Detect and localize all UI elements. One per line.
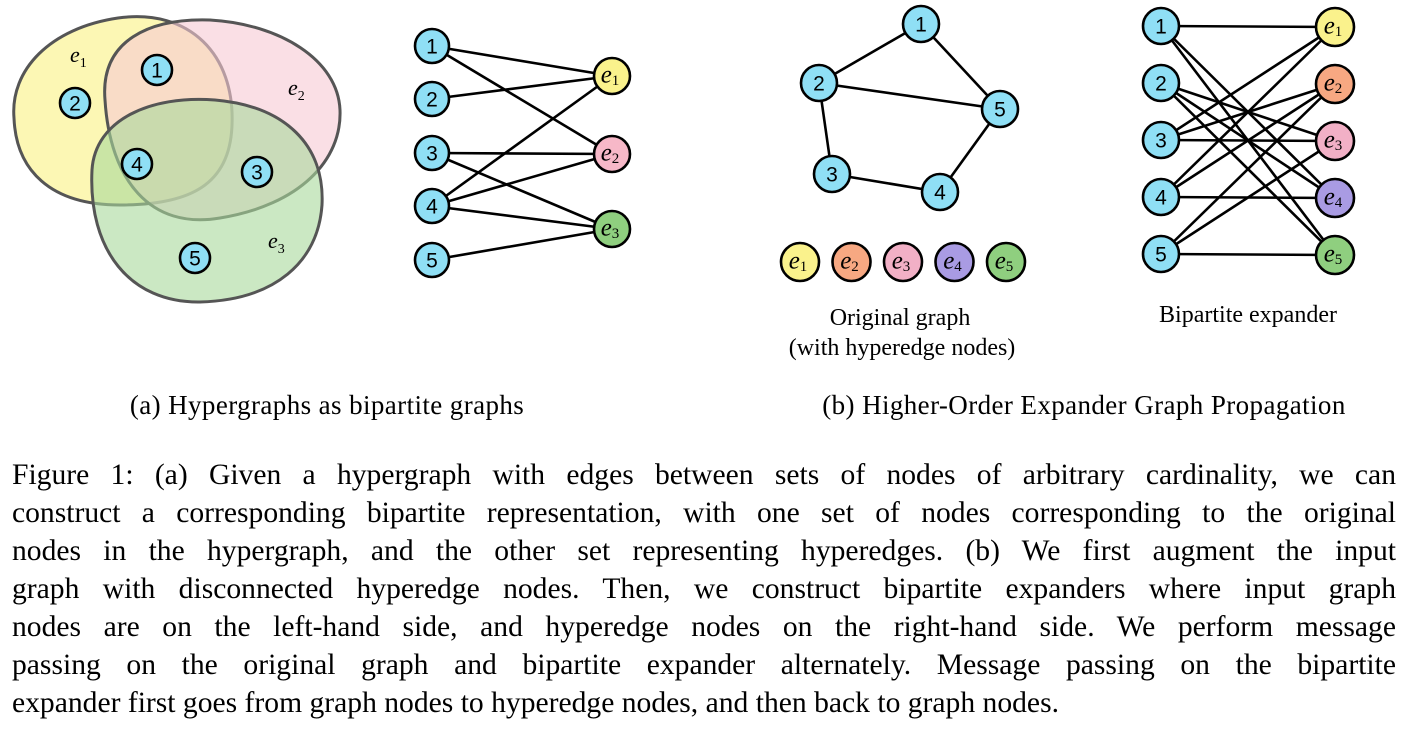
original-graph-label-2: (with hyperedge nodes) — [789, 335, 1016, 361]
bipartite-edge — [431, 204, 613, 231]
caption-line: passing on the original graph and bipart… — [12, 649, 1396, 681]
graph-node: 5 — [1141, 234, 1181, 274]
hyperedge-node: e1 — [592, 56, 632, 96]
node-label: 1 — [1155, 16, 1167, 39]
node-label: 1 — [151, 60, 163, 83]
graph-node: 3 — [240, 155, 274, 189]
hyperedge-node: e3 — [1314, 120, 1356, 162]
hyperedge-node: e3 — [882, 241, 924, 283]
bipartite-expander-label: Bipartite expander — [1159, 302, 1337, 328]
graph-node: 5 — [980, 89, 1020, 129]
hyperedge-node: e4 — [1314, 177, 1356, 219]
graph-node: 4 — [920, 172, 960, 212]
hyperedge-node: e2 — [831, 241, 872, 283]
node-label: 2 — [426, 89, 438, 112]
expander-edge — [1160, 139, 1336, 256]
bipartite-edge — [431, 151, 613, 231]
node-label: 2 — [813, 73, 825, 96]
node-label: 5 — [189, 248, 201, 271]
node-label: 4 — [1155, 187, 1167, 210]
expander-edge — [1160, 82, 1336, 199]
bipartite-edge — [431, 74, 613, 208]
node-label: 3 — [251, 162, 263, 185]
bipartite-expander: 1 2 3 4 5 e1 e2 e3 e4 e5 Bipartite expander — [1141, 6, 1356, 328]
hyperedge-node: e5 — [985, 241, 1027, 283]
node-label: 5 — [426, 250, 438, 273]
graph-node: 4 — [413, 187, 451, 225]
graph-node: 2 — [58, 86, 92, 120]
graph-edge — [920, 23, 1001, 110]
hyperedge-node: e2 — [1314, 63, 1356, 105]
caption-line: nodes in the hypergraph, and the other s… — [12, 535, 1396, 567]
caption-line: nodes are on the left-hand side, and hyp… — [12, 611, 1396, 643]
panel-b-caption: (b) Higher-Order Expander Graph Propagat… — [822, 390, 1346, 420]
hyperedge-set-e3 — [90, 97, 324, 304]
graph-node: 1 — [1141, 6, 1181, 46]
figure-caption: Figure 1: (a) Given a hypergraph with ed… — [12, 456, 1396, 722]
caption-line: construct a corresponding bipartite repr… — [12, 497, 1396, 529]
node-label: 1 — [915, 14, 927, 37]
bipartite-edge — [431, 152, 613, 208]
graph-node: 3 — [1141, 120, 1181, 160]
hyperedge-node: e1 — [1314, 6, 1356, 48]
hyperedge-node: e4 — [934, 241, 975, 283]
caption-line: expander first goes from graph nodes to … — [12, 687, 1059, 719]
original-graph-label-1: Original graph — [830, 305, 971, 331]
bipartite-graph-a: 1 2 3 4 5 e1 e2 e3 — [413, 27, 632, 279]
hyperedge-node: e5 — [1314, 234, 1356, 276]
graph-node: 5 — [178, 241, 212, 275]
graph-node: 1 — [413, 27, 451, 65]
hyperedge-node: e3 — [592, 209, 632, 249]
graph-node: 4 — [120, 147, 154, 181]
panel-a-caption: (a) Hypergraphs as bipartite graphs — [130, 390, 524, 420]
node-label: 5 — [1155, 244, 1167, 267]
graph-edge — [818, 81, 1001, 111]
bipartite-edge — [431, 44, 613, 156]
graph-node: 2 — [413, 80, 451, 118]
node-label: 1 — [426, 36, 438, 59]
caption-line: Figure 1: (a) Given a hypergraph with ed… — [12, 459, 1396, 491]
node-label: 3 — [826, 164, 838, 187]
caption-line: graph with disconnected hyperedge nodes.… — [12, 573, 1396, 605]
graph-node: 2 — [799, 63, 839, 103]
node-label: 2 — [69, 93, 81, 116]
bipartite-edge — [431, 151, 613, 156]
node-label: 3 — [1155, 130, 1167, 153]
graph-node: 1 — [140, 53, 174, 87]
graph-node: 1 — [901, 4, 941, 44]
bipartite-edge — [431, 74, 613, 101]
graph-node: 3 — [812, 154, 852, 194]
hyperedge-node: e1 — [779, 241, 821, 283]
node-label: 2 — [1155, 73, 1167, 96]
expander-edge — [1160, 25, 1336, 142]
graph-edge — [818, 22, 922, 85]
graph-node: 3 — [413, 134, 451, 172]
node-label: 4 — [426, 196, 438, 219]
bipartite-edge — [431, 227, 613, 262]
node-label: 4 — [131, 154, 143, 177]
node-label: 5 — [994, 99, 1006, 122]
expander-edge — [1160, 26, 1336, 198]
node-label: 3 — [426, 143, 438, 166]
expander-edge — [1160, 24, 1336, 29]
hyperedge-node: e2 — [592, 134, 632, 174]
graph-node: 2 — [1141, 63, 1181, 103]
graph-node: 5 — [413, 241, 451, 279]
graph-node: 4 — [1141, 177, 1181, 217]
bipartite-edge — [431, 44, 613, 78]
node-label: 4 — [934, 182, 946, 205]
expander-edge — [1160, 83, 1336, 255]
expander-edge — [1160, 252, 1336, 257]
